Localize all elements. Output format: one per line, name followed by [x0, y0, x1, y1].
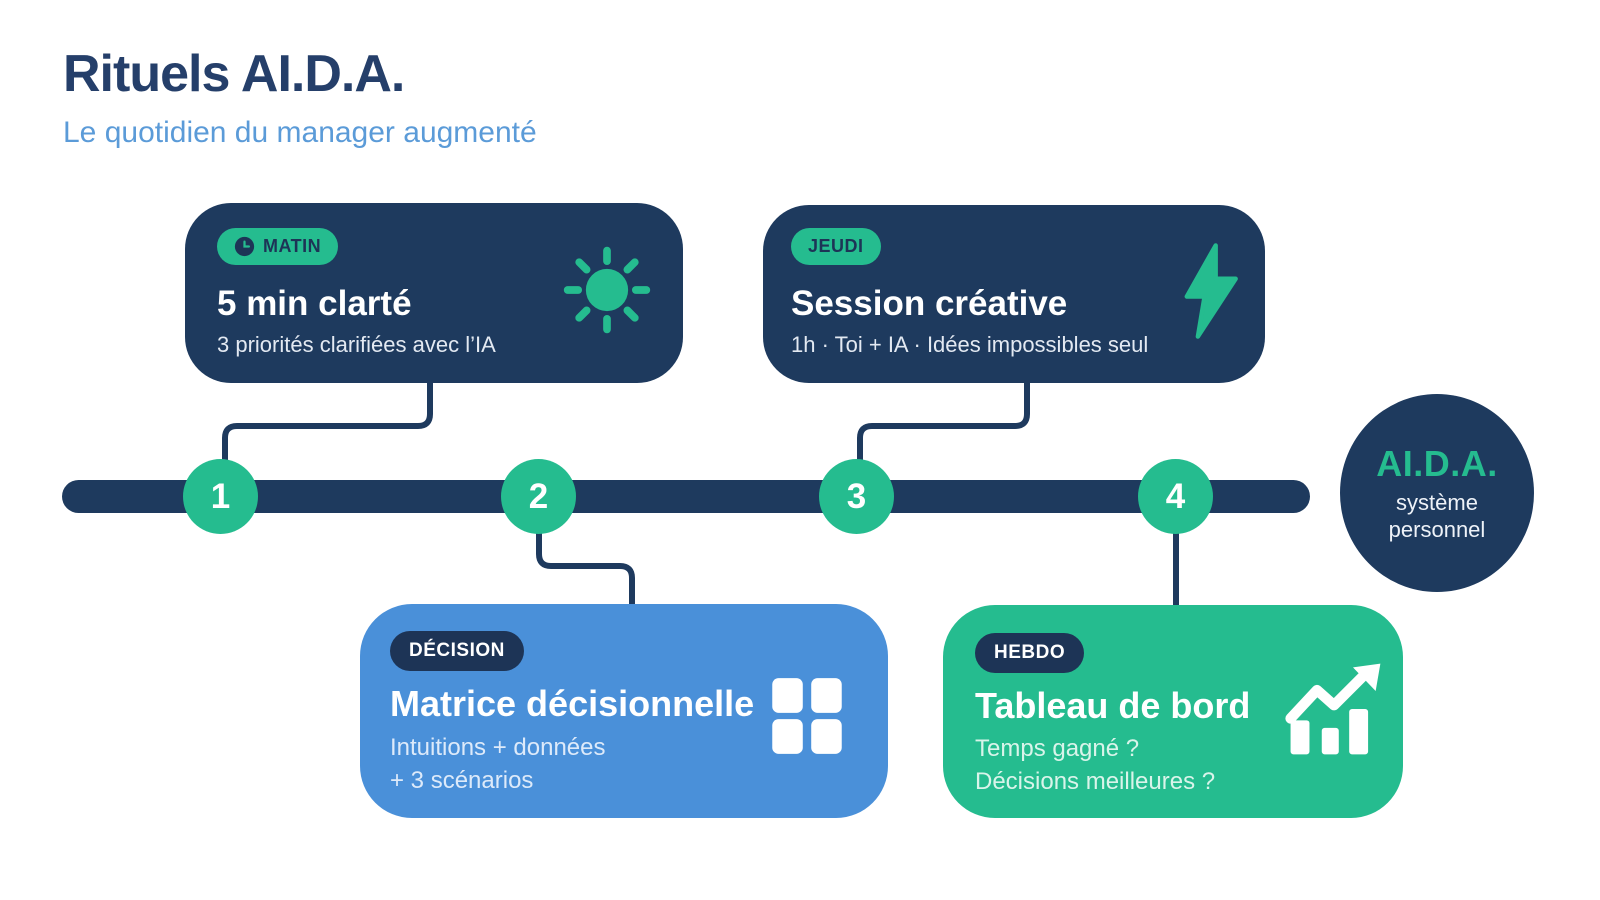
card-subtitle-line-1: Temps gagné ?: [975, 735, 1140, 762]
card-subtitle: Intuitions + données + 3 scénarios: [390, 731, 606, 797]
timeline-bar: [62, 480, 1310, 513]
timeline-step-4: 4: [1138, 459, 1213, 534]
card-hebdo: HEBDO Tableau de bord Temps gagné ? Déci…: [943, 605, 1403, 818]
card-subtitle: 1h · Toi + IA · Idées impossibles seul: [791, 332, 1149, 357]
aida-subtitle-line-1: système: [1396, 489, 1478, 515]
step-number: 3: [846, 476, 867, 516]
page-subtitle: Le quotidien du manager augmenté: [63, 116, 537, 149]
chart-growth-icon: [1285, 663, 1381, 755]
connector-card-decision: [536, 528, 635, 609]
timeline-step-1: 1: [183, 459, 258, 534]
card-subtitle-line-1: Intuitions + données: [390, 734, 606, 761]
timeline-step-3: 3: [819, 459, 894, 534]
badge-label: HEBDO: [994, 642, 1066, 663]
step-number: 4: [1165, 476, 1186, 516]
card-decision: DÉCISION Matrice décisionnelle Intuition…: [360, 604, 888, 818]
badge-decision: DÉCISION: [390, 631, 524, 671]
clock-icon: [234, 236, 255, 257]
badge-label: MATIN: [263, 236, 322, 256]
grid-icon: [772, 678, 842, 754]
connector-card-jeudi: [857, 380, 1030, 464]
sun-icon: [563, 246, 651, 334]
timeline-step-2: 2: [501, 459, 576, 534]
step-number: 1: [210, 476, 231, 516]
card-jeudi: JEUDI Session créative 1h · Toi + IA · I…: [763, 205, 1265, 383]
card-title: 5 min clarté: [217, 284, 412, 323]
connector-card-matin: [222, 380, 433, 464]
aida-subtitle-line-2: personnel: [1388, 517, 1486, 542]
card-subtitle-line-2: Décisions meilleures ?: [975, 768, 1216, 796]
lightning-icon: [1184, 243, 1238, 339]
card-title: Matrice décisionnelle: [390, 683, 755, 724]
card-title: Tableau de bord: [975, 685, 1251, 726]
badge-label: DÉCISION: [409, 640, 505, 661]
badge-jeudi: JEUDI: [791, 228, 881, 265]
aida-title: AI.D.A.: [1376, 442, 1498, 484]
card-subtitle: 3 priorités clarifiées avec l’IA: [217, 332, 496, 357]
page-title: Rituels AI.D.A.: [63, 45, 405, 103]
badge-label: JEUDI: [808, 236, 864, 256]
aida-system-circle: AI.D.A. système personnel: [1340, 394, 1534, 592]
card-matin: MATIN 5 min clarté 3 priorités clarifiée…: [185, 203, 683, 383]
card-subtitle: Temps gagné ? Décisions meilleures ?: [975, 732, 1215, 798]
card-title: Session créative: [791, 284, 1068, 323]
step-number: 2: [528, 476, 549, 516]
card-subtitle-line-2: + 3 scénarios: [390, 767, 534, 795]
badge-hebdo: HEBDO: [975, 633, 1085, 673]
badge-matin: MATIN: [217, 228, 339, 265]
